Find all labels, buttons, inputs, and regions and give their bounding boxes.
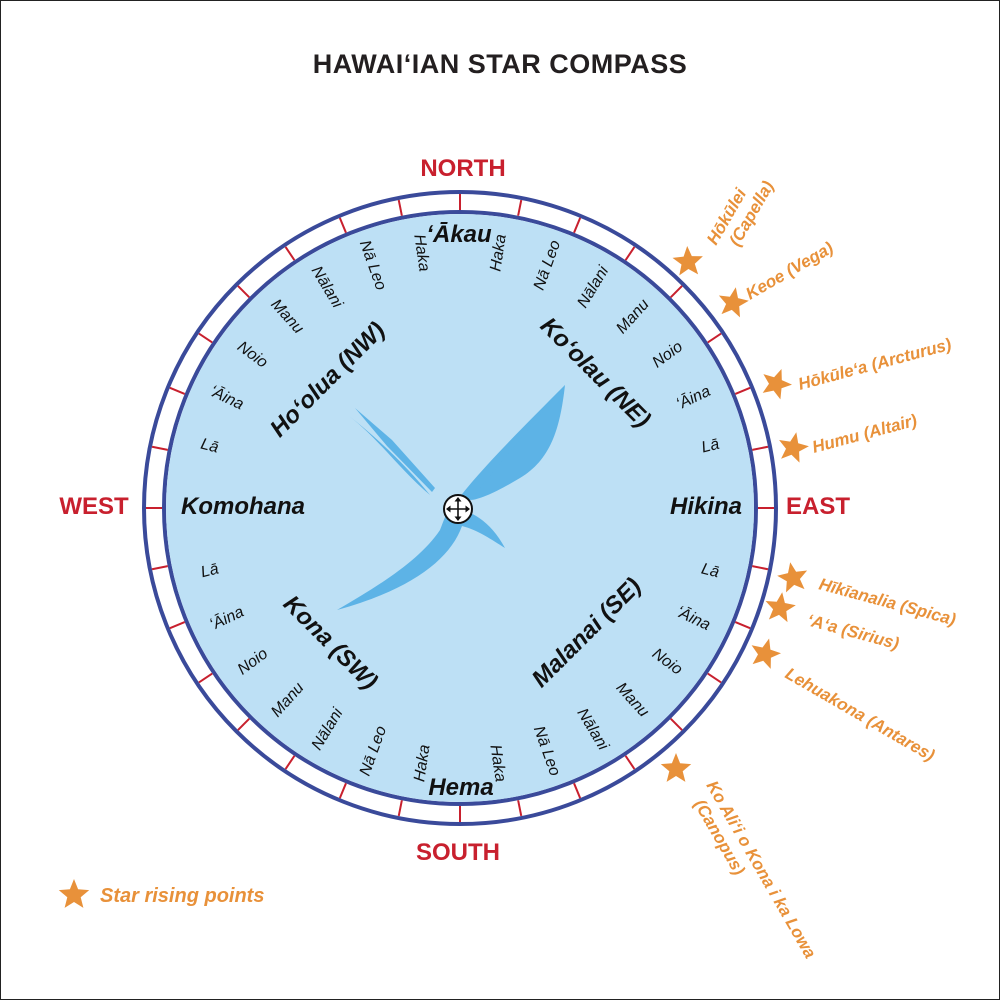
star-label: Hōkūleʻa (Arcturus) (796, 335, 954, 394)
compass-tick (573, 217, 582, 234)
star-icon (779, 432, 809, 463)
quarter-north-label: ʻĀkau (426, 221, 492, 248)
compass-tick (517, 800, 523, 817)
house-label-sw: Lā (199, 560, 220, 581)
compass-tick (707, 332, 722, 344)
star-label: Ko Aliʻi o Kona i ka Lowa(Canopus) (685, 778, 820, 972)
cardinal-east: EAST (786, 493, 850, 520)
star-label: Keoe (Vega) (743, 238, 837, 303)
house-label-sw: Haka (411, 743, 433, 783)
star-icon (660, 753, 692, 782)
quarter-west-label: Komohana (181, 493, 305, 520)
star-label-line: Keoe (Vega) (743, 238, 837, 303)
star-icon (718, 287, 749, 318)
compass-tick (338, 782, 347, 799)
house-label-se: Haka (486, 744, 508, 784)
cardinal-west: WEST (59, 493, 129, 520)
compass-tick (237, 285, 250, 298)
star-label: Hōkūlei(Capella) (703, 167, 778, 258)
star-icon (762, 369, 792, 400)
star-icon (777, 562, 808, 593)
house-label-nw: Haka (410, 233, 432, 273)
compass-tick (573, 782, 582, 799)
compass-tick (624, 755, 636, 770)
compass-tick (151, 445, 168, 451)
legend-label: Star rising points (100, 885, 264, 907)
compass-tick (198, 332, 213, 344)
compass-tick (517, 199, 523, 216)
house-label-ne: Haka (487, 233, 509, 273)
compass-tick (284, 246, 296, 261)
compass-tick (169, 621, 186, 630)
legend: Star rising points (58, 879, 264, 908)
house-label-se: Lā (699, 560, 720, 581)
compass-tick (752, 445, 769, 451)
compass-tick (670, 718, 683, 731)
tick-marks (146, 194, 774, 822)
compass-tick (752, 565, 769, 571)
compass-tick (237, 718, 250, 731)
star-icon (672, 246, 703, 276)
compass-tick (169, 386, 186, 395)
house-label-ne: Lā (700, 436, 721, 457)
move-icon[interactable] (443, 494, 473, 524)
star-label-line: ʻAʻa (Sirius) (805, 611, 901, 654)
compass-tick (734, 621, 751, 630)
star-label-line: Lehuakona (Antares) (782, 664, 938, 765)
compass-tick (397, 800, 403, 817)
outer-ring (142, 190, 778, 826)
star-label-line: Hōkūleʻa (Arcturus) (796, 335, 954, 394)
star-label-line: Ko Aliʻi o Kona i ka Lowa (703, 778, 820, 962)
compass-tick (624, 246, 636, 261)
compass-tick (338, 217, 347, 234)
compass-tick (734, 386, 751, 395)
cardinal-north: NORTH (420, 155, 505, 182)
star-icon (58, 879, 90, 908)
quarter-south-label: Hema (428, 774, 493, 801)
compass-tick (151, 565, 168, 571)
compass-tick (670, 285, 683, 298)
compass-tick (707, 672, 722, 684)
star-label: ʻAʻa (Sirius) (805, 611, 901, 654)
star-label: Lehuakona (Antares) (782, 664, 938, 765)
quarter-east-label: Hikina (670, 493, 742, 520)
star-label-line: Humu (Altair) (810, 411, 919, 457)
star-icon (751, 638, 781, 669)
frigatebird-icon (337, 385, 565, 610)
diagram-title: HAWAIʻIAN STAR COMPASS (313, 49, 688, 79)
compass-tick (198, 672, 213, 684)
house-label-nw: Lā (199, 436, 220, 457)
compass-tick (284, 755, 296, 770)
cardinal-south: SOUTH (416, 839, 500, 866)
inner-ring (162, 210, 758, 806)
compass-tick (397, 199, 403, 216)
star-label: Humu (Altair) (810, 411, 919, 457)
star-icon (765, 592, 796, 623)
